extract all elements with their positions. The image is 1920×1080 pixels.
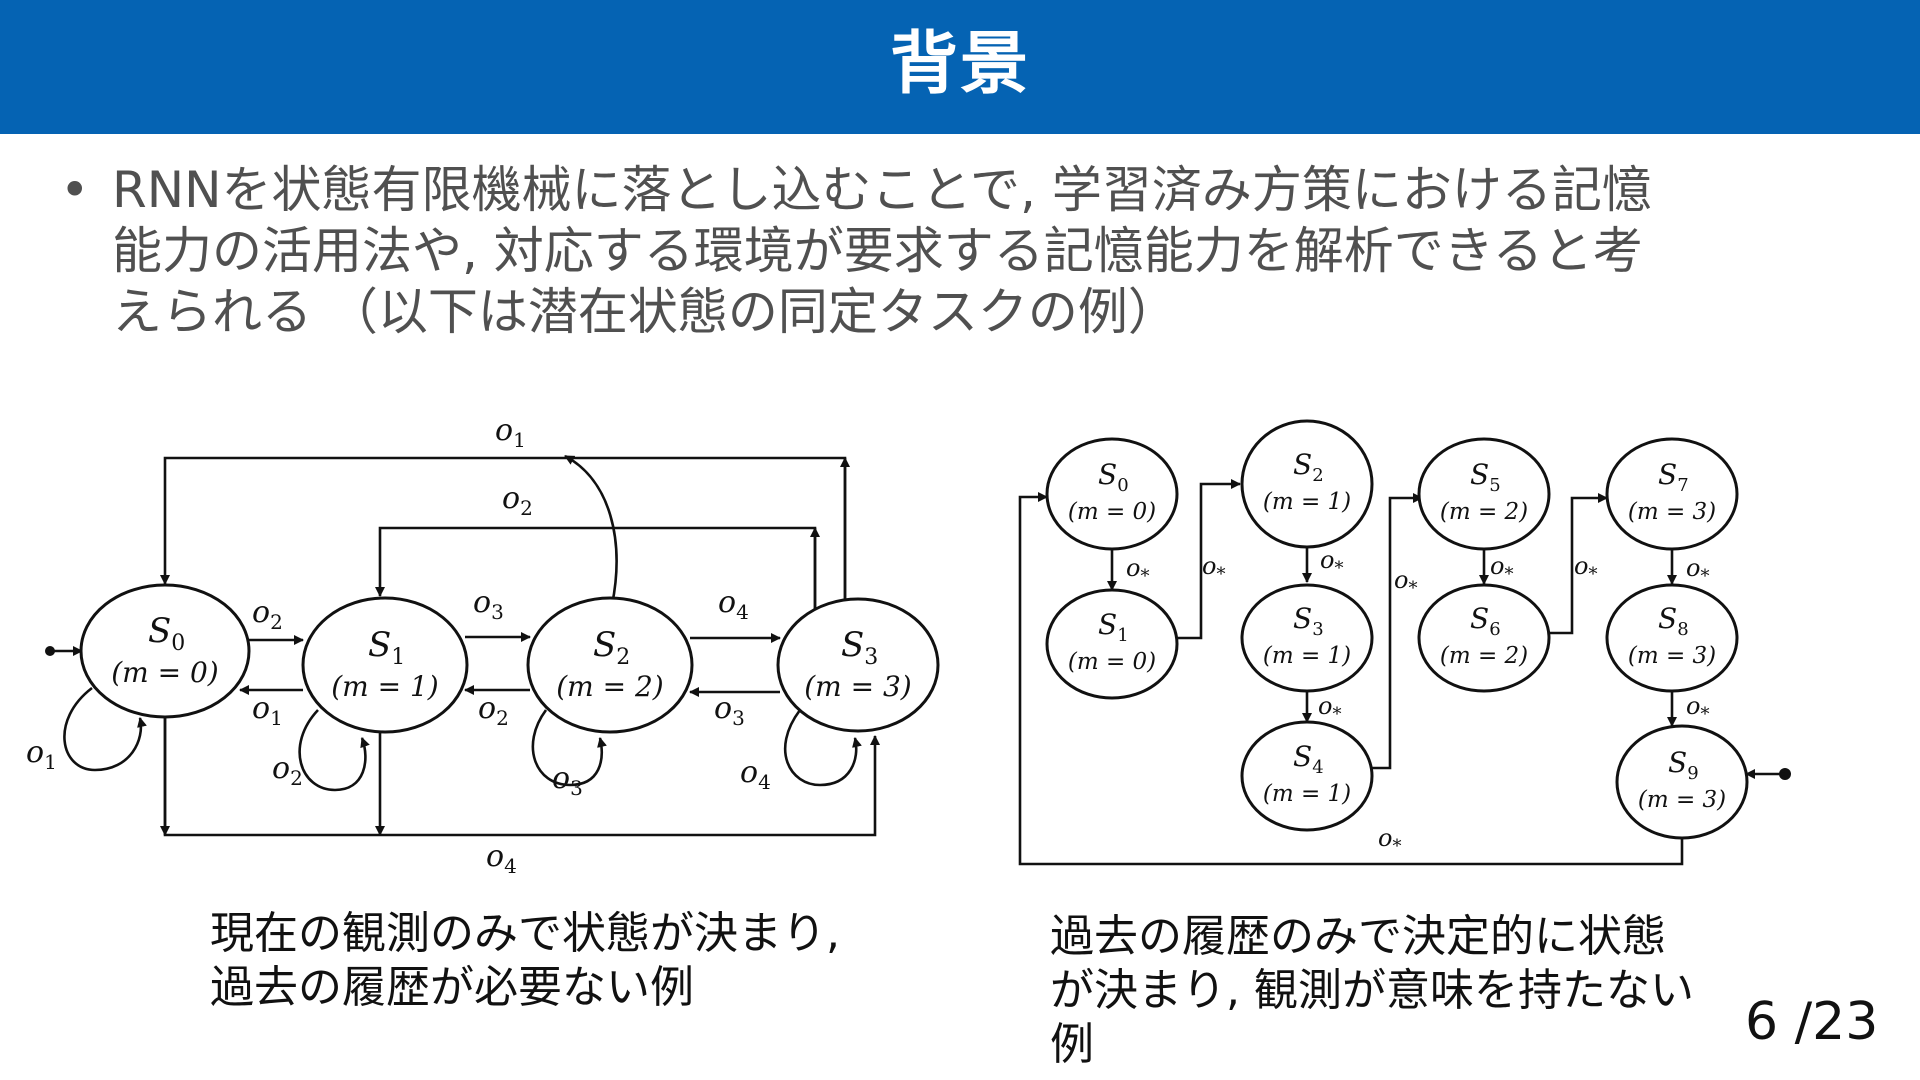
- right-s7-mem: (m = 3): [1628, 499, 1716, 525]
- left-s0-label: S0: [148, 611, 185, 656]
- right-node-s5: [1417, 437, 1551, 551]
- page-separator: /: [1794, 992, 1813, 1052]
- right-node-s9: [1615, 724, 1749, 840]
- left-edge-label: o4: [486, 839, 517, 878]
- left-s1-label: S1: [368, 625, 405, 670]
- self-loop-s3: [783, 709, 862, 787]
- header-bar: [0, 0, 1920, 134]
- left-s3-mem: (m = 3): [804, 670, 911, 703]
- edge-s1-s2: [1176, 479, 1241, 640]
- right-node-s7: [1605, 437, 1739, 551]
- right-edge-label: o*: [1126, 554, 1149, 587]
- right-state-diagram: S0 (m = 0) S1 (m = 0) S2 (m = 1) S3 (m =…: [1018, 419, 1791, 866]
- page-total: 23: [1812, 992, 1879, 1052]
- right-s9-mem: (m = 3): [1638, 787, 1726, 813]
- left-node-s2: [526, 596, 694, 734]
- left-edge-label: o3: [714, 691, 745, 730]
- left-node-s0: [79, 583, 251, 719]
- left-edge-label: o1: [26, 735, 57, 774]
- right-node-s4: [1240, 720, 1374, 832]
- right-edge-label: o*: [1202, 552, 1225, 585]
- left-caption: 現在の観測のみで状態が決まり, 過去の履歴が必要ない例: [210, 907, 840, 1015]
- right-edge-label: o*: [1490, 552, 1513, 585]
- left-s0-mem: (m = 0): [111, 656, 218, 689]
- right-s0-mem: (m = 0): [1068, 499, 1156, 525]
- slide-title: 背景: [889, 25, 1030, 104]
- left-edge-label: o2: [478, 691, 509, 730]
- left-caption-line-1: 現在の観測のみで状態が決まり,: [210, 908, 840, 959]
- left-state-diagram: S0 (m = 0) S1 (m = 1) S2 (m = 2) S3 (m =…: [26, 413, 940, 878]
- right-s1-mem: (m = 0): [1068, 649, 1156, 675]
- page-number: 6 /23: [1745, 992, 1878, 1052]
- right-s0-label: S0: [1098, 458, 1129, 496]
- right-edge-label: o*: [1686, 692, 1709, 725]
- left-edge-label: o2: [502, 481, 533, 520]
- right-edge-label: o*: [1378, 824, 1401, 857]
- left-edge-label: o1: [252, 691, 283, 730]
- right-node-s0: [1045, 437, 1179, 551]
- right-s1-label: S1: [1098, 608, 1129, 646]
- self-loop-s1: [298, 709, 370, 792]
- right-node-s2: [1240, 419, 1374, 549]
- right-caption-line-3: 例: [1050, 1019, 1094, 1070]
- left-s3-label: S3: [841, 625, 878, 670]
- right-s3-mem: (m = 1): [1263, 643, 1351, 669]
- edge-s9-s0-return: [1018, 492, 1684, 866]
- right-s6-label: S6: [1470, 602, 1501, 640]
- right-s2-mem: (m = 1): [1263, 489, 1351, 515]
- right-edge-label: o*: [1320, 546, 1343, 579]
- bullet-line-1: RNNを状態有限機械に落とし込むことで, 学習済み方策における記憶: [112, 161, 1652, 219]
- right-s8-mem: (m = 3): [1628, 643, 1716, 669]
- left-edge-label: o2: [252, 595, 283, 634]
- right-edge-label: o*: [1574, 552, 1597, 585]
- right-s4-mem: (m = 1): [1263, 781, 1351, 807]
- self-loop-s2: [531, 709, 607, 787]
- right-caption-line-1: 過去の履歴のみで決定的に状態: [1050, 911, 1666, 962]
- right-node-s8: [1605, 583, 1739, 693]
- right-node-s3: [1240, 583, 1374, 693]
- edge-s4-s5: [1372, 493, 1423, 770]
- right-edge-label: o*: [1394, 566, 1417, 599]
- bullet-marker: •: [60, 161, 90, 219]
- left-edge-label: o4: [718, 585, 749, 624]
- bullet-line-3: えられる （以下は潜在状態の同定タスクの例）: [112, 283, 1178, 341]
- bullet-line-2: 能力の活用法や, 対応する環境が要求する記憶能力を解析できると考: [112, 222, 1643, 280]
- left-edge-label: o2: [272, 751, 303, 790]
- page-current: 6: [1745, 992, 1779, 1052]
- right-node-s1: [1045, 588, 1179, 700]
- left-edge-label: o1: [495, 413, 526, 452]
- right-s2-label: S2: [1293, 448, 1324, 486]
- edge-s2-curve-up: [564, 454, 618, 606]
- left-node-s3: [776, 597, 940, 733]
- left-s1-mem: (m = 1): [331, 670, 438, 703]
- right-node-s6: [1417, 583, 1551, 693]
- edge-s6-s7: [1550, 493, 1608, 635]
- left-caption-line-2: 過去の履歴が必要ない例: [210, 962, 694, 1013]
- right-edge-label: o*: [1686, 554, 1709, 587]
- right-s5-label: S5: [1470, 458, 1501, 496]
- self-loop-s0: [63, 686, 147, 772]
- right-s9-label: S9: [1668, 746, 1699, 784]
- right-s3-label: S3: [1293, 602, 1324, 640]
- left-edge-label: o3: [473, 585, 504, 624]
- left-s2-mem: (m = 2): [556, 670, 663, 703]
- right-s4-label: S4: [1293, 740, 1324, 778]
- right-caption: 過去の履歴のみで決定的に状態 が決まり, 観測が意味を持たない 例: [1050, 910, 1694, 1072]
- left-edge-label: o3: [552, 761, 583, 800]
- right-edge-label: o*: [1318, 692, 1341, 725]
- right-s6-mem: (m = 2): [1440, 643, 1528, 669]
- left-node-s1: [301, 596, 469, 734]
- right-caption-line-2: が決まり, 観測が意味を持たない: [1050, 965, 1694, 1016]
- right-s5-mem: (m = 2): [1440, 499, 1528, 525]
- left-edge-label: o4: [740, 755, 771, 794]
- right-s7-label: S7: [1658, 458, 1689, 496]
- left-s2-label: S2: [593, 625, 630, 670]
- right-s8-label: S8: [1658, 602, 1689, 640]
